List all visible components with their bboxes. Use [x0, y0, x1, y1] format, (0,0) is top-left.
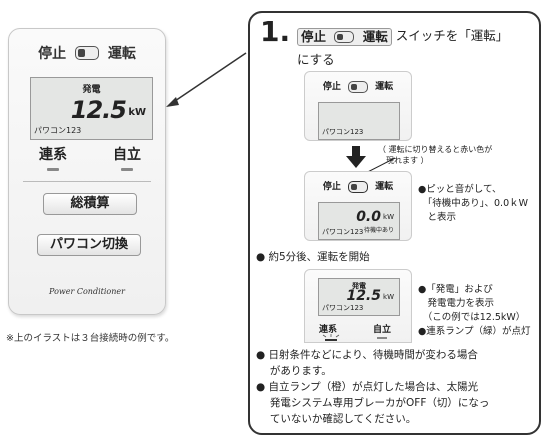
down-arrow	[346, 146, 366, 168]
instruction-panel: 1. 停止 運転 スイッチを「運転」 にする 停止 運転 パワコン123 （ 運…	[248, 11, 541, 435]
self-lamp	[121, 168, 133, 171]
mini-switch-row: 停止 運転	[305, 79, 411, 93]
mini-link-label: 連系	[319, 325, 338, 335]
mini-lcd: 0.0 kW 待機中あり パワコン123	[318, 202, 400, 240]
step-instruction-line2: にする	[297, 52, 335, 67]
switch-pcs-button[interactable]: パワコン切換	[37, 234, 141, 256]
run-label: 運転	[362, 28, 388, 44]
mode-toggle-switch[interactable]	[75, 46, 99, 60]
mini-device-running: 発電 12.5 kW パワコン123 連系 自立	[304, 269, 412, 343]
total-button[interactable]: 総積算	[43, 193, 137, 215]
mini-lcd-unit: kW	[383, 213, 394, 221]
device-lcd: 発電 12.5 kW パワコン123	[30, 77, 153, 140]
switch-icon	[348, 80, 368, 93]
standby-time-note: ● 日射条件などにより、待機時間が変わる場合 があります。	[256, 349, 478, 377]
divider	[23, 181, 151, 182]
mini-device-standby: 停止 運転 0.0 kW 待機中あり パワコン123	[304, 171, 412, 241]
device-mode-switch-row: 停止 運転	[9, 43, 165, 63]
mini-lcd-unit: kW	[383, 293, 394, 301]
beep-note: ●ピッと音がして、 「待機中あり」、0.0ｋW と表示	[418, 184, 529, 223]
mini-lcd-name: パワコン123	[322, 304, 364, 312]
mini-lcd-value: 12.5	[346, 288, 381, 304]
lcd-device-name: パワコン123	[34, 126, 82, 135]
mini-device-off: 停止 運転 パワコン123	[304, 71, 412, 141]
lcd-power-value: 12.5	[70, 96, 127, 124]
switch-instruction-text: スイッチを「運転」	[395, 28, 509, 43]
after-five-minutes: ● 約5分後、運転を開始	[256, 251, 370, 263]
breaker-note: ● 自立ランプ（橙）が点灯した場合は、太陽光 発電システム専用ブレーカがOFF（…	[256, 381, 490, 425]
run-label: 運転	[375, 182, 394, 192]
mini-lcd-name: パワコン123	[322, 228, 364, 236]
lamp-row: 連系 自立	[9, 144, 165, 174]
link-lamp-lit-icon	[322, 334, 340, 341]
mini-lcd: パワコン123	[318, 102, 400, 140]
callout-text: （ 運転に切り替えると赤い色が 現れます ）	[378, 145, 493, 165]
generation-note: ●「発電」および 発電電力を表示 （この例では12.5kW）	[418, 284, 526, 323]
stop-label: 停止	[38, 46, 67, 62]
stop-label: 停止	[322, 82, 341, 92]
power-conditioner-device: 停止 運転 発電 12.5 kW パワコン123 連系 自立 総積算 パワコン切…	[8, 28, 166, 315]
link-lamp-label: 連系	[39, 147, 67, 163]
self-lamp	[377, 337, 387, 339]
switch-icon	[334, 31, 355, 43]
switch-icon	[348, 180, 368, 193]
link-lamp	[47, 168, 59, 171]
stop-label: 停止	[322, 182, 341, 192]
mini-lcd: 発電 12.5 kW パワコン123	[318, 278, 400, 316]
step-number: 1.	[260, 15, 291, 48]
run-label: 運転	[375, 82, 394, 92]
mini-self-label: 自立	[373, 325, 392, 335]
lcd-title: 発電	[82, 85, 101, 95]
mini-lcd-name: パワコン123	[322, 128, 364, 136]
stop-label: 停止	[301, 28, 327, 44]
illustration-note: ※上のイラストは３台接続時の例です。	[6, 333, 175, 344]
lamp-note: ●連系ランプ（緑）が点灯	[418, 326, 531, 337]
lcd-unit: kW	[128, 107, 146, 118]
run-label: 運転	[107, 46, 136, 62]
self-lamp-label: 自立	[113, 147, 141, 163]
mini-lcd-standby: 待機中あり	[363, 227, 394, 234]
mini-lcd-value: 0.0	[356, 209, 381, 225]
step-instruction: 停止 運転 スイッチを「運転」	[297, 26, 508, 46]
brand-logo: Power Conditioner	[49, 287, 125, 296]
mini-lcd-title: 発電	[352, 282, 366, 290]
mini-switch-row: 停止 運転	[305, 179, 411, 193]
switch-label-box: 停止 運転	[297, 27, 392, 46]
